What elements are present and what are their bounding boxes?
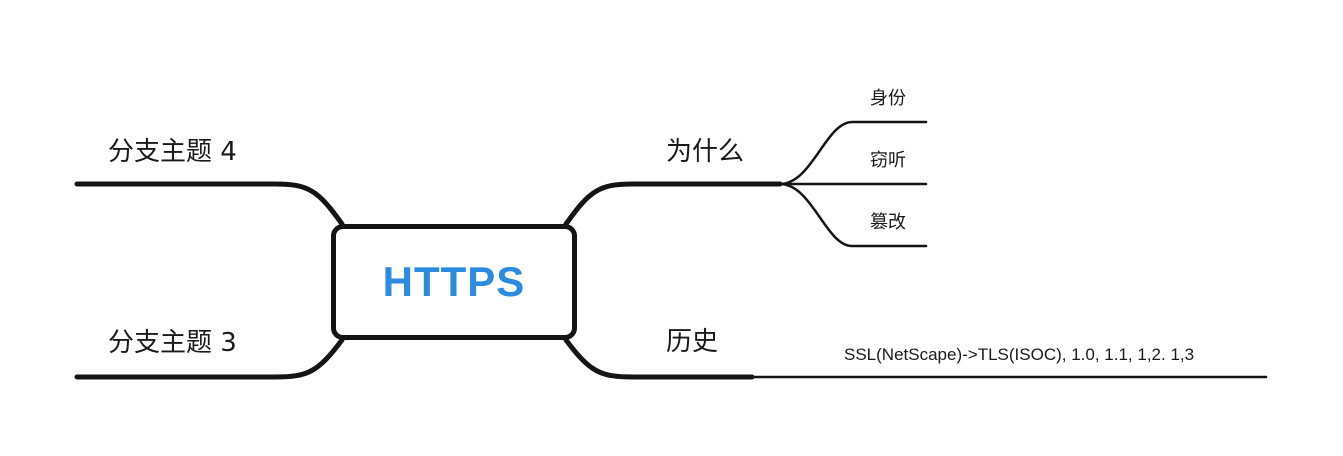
branch-topic-history[interactable]: 历史 [666, 327, 719, 357]
subtopic-identity[interactable]: 身份 [870, 88, 906, 109]
connector-branch-4 [74, 181, 345, 227]
subtopic-tamper[interactable]: 篡改 [870, 212, 906, 233]
connector-why [563, 181, 783, 227]
connector-identity [778, 120, 928, 186]
history-note[interactable]: SSL(NetScape)->TLS(ISOC), 1.0, 1.1, 1,2.… [844, 345, 1195, 364]
branch-topic-why[interactable]: 为什么 [666, 137, 745, 167]
central-topic[interactable]: HTTPS [331, 224, 577, 340]
subtopic-eavesdrop[interactable]: 窃听 [870, 150, 906, 171]
central-topic-title: HTTPS [382, 258, 526, 305]
connector-history [563, 337, 755, 380]
connector-branch-3 [74, 337, 345, 380]
connector-tamper [778, 182, 928, 248]
branch-topic-3[interactable]: 分支主题 3 [108, 328, 237, 358]
branch-topic-4[interactable]: 分支主题 4 [108, 137, 237, 167]
